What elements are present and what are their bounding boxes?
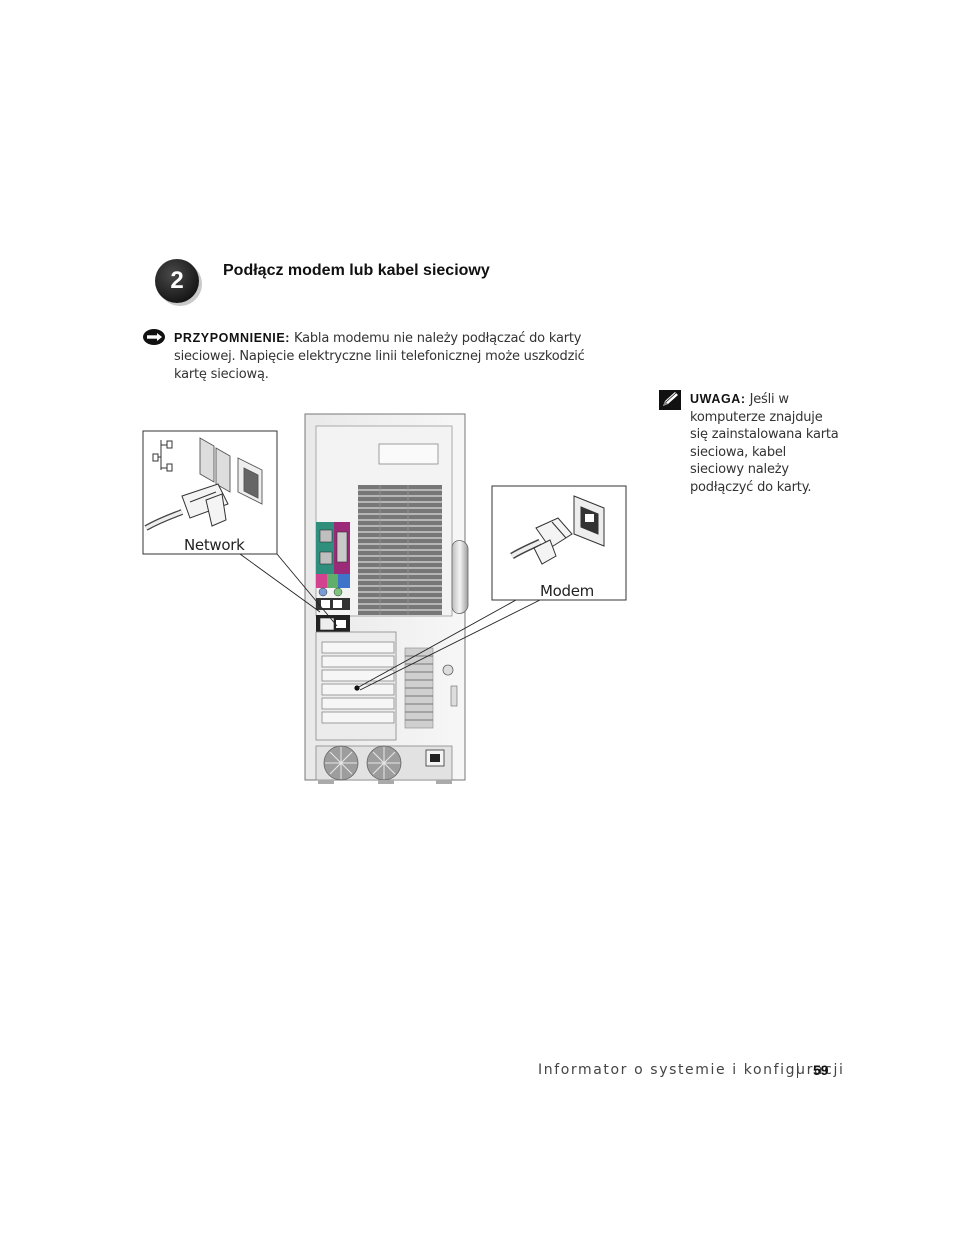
io-panel — [316, 522, 350, 633]
network-symbol-icon — [152, 440, 173, 472]
computer-tower — [304, 413, 469, 784]
modem-label: Modem — [540, 582, 594, 600]
note-body: Jeśli w komputerze znajduje się zainstal… — [690, 392, 839, 495]
expansion-slots — [315, 631, 397, 741]
step-number: 2 — [170, 267, 184, 294]
footer-separator — [797, 1063, 798, 1078]
pencil-note-icon — [659, 390, 681, 410]
step-number-badge: 2 — [155, 259, 199, 303]
network-port-bracket — [199, 437, 263, 505]
vent-grille — [358, 485, 442, 615]
side-vent — [404, 647, 434, 729]
power-supply — [315, 745, 453, 781]
network-label: Network — [184, 536, 245, 554]
step-title: Podłącz modem lub kabel sieciowy — [223, 262, 490, 279]
page-number: 59 — [813, 1062, 829, 1078]
notice-label: PRZYPOMNIENIE: — [174, 331, 291, 345]
footer-book-title: Informator o systemie i konfiguracji — [538, 1062, 845, 1078]
notice-paragraph: PRZYPOMNIENIE: Kabla modemu nie należy p… — [174, 330, 594, 384]
notice-icon — [143, 329, 165, 345]
modem-plug-icon — [510, 517, 573, 565]
modem-port-icon — [573, 495, 605, 547]
notice-body: Kabla modemu nie należy podłączać do kar… — [174, 331, 585, 382]
note-label: UWAGA: — [690, 392, 746, 406]
note-paragraph: UWAGA: Jeśli w komputerze znajduje się z… — [690, 391, 840, 496]
network-plug-icon — [144, 483, 229, 531]
